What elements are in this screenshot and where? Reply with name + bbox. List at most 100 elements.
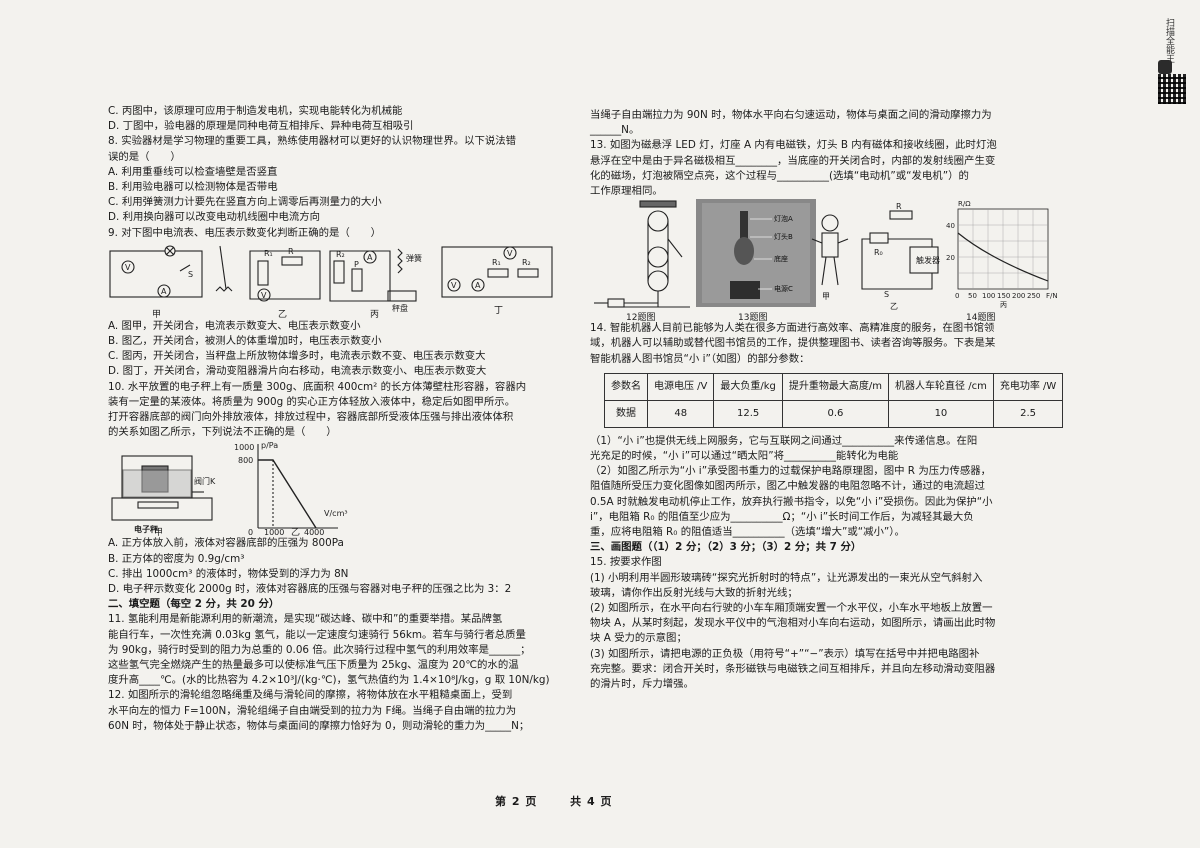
text-line: ______N。 xyxy=(590,124,640,137)
option: A. 利用重垂线可以检查墙壁是否竖直 xyxy=(108,165,278,178)
svg-text:1000: 1000 xyxy=(264,528,284,536)
page-footer: 第 2 页 共 4 页 xyxy=(495,793,641,809)
option: B. 利用验电器可以检测物体是否带电 xyxy=(108,181,278,194)
svg-text:V: V xyxy=(507,249,513,258)
table-header: 机器人车轮直径 /cm xyxy=(888,372,994,401)
text-line: 工作原理相同。 xyxy=(590,185,663,198)
text-line: 化的磁场，灯泡被隔空点亮，这个过程与__________(选填“电动机”或“发电… xyxy=(590,169,969,182)
svg-text:V/cm³: V/cm³ xyxy=(324,509,348,518)
qr-code xyxy=(1158,74,1186,104)
switch-label: S xyxy=(188,270,193,279)
text-line: (3) 如图所示，请把电源的正负极（用符号“+”“−”表示）填写在括号中并把电路… xyxy=(590,647,980,660)
svg-text:灯头B: 灯头B xyxy=(774,232,793,241)
svg-text:P: P xyxy=(354,260,359,269)
svg-text:250: 250 xyxy=(1027,292,1040,300)
svg-text:秤盘: 秤盘 xyxy=(392,303,408,313)
fig9-label-a: 甲 xyxy=(152,309,161,319)
text-line: （2）如图乙所示为“小 i”承受图书重力的过载保护电路原理图，图中 R 为压力传… xyxy=(590,465,992,478)
svg-text:R₁: R₁ xyxy=(264,249,273,258)
question-13: 13. 如图为磁悬浮 LED 灯，灯座 A 内有电磁铁，灯头 B 内有磁体和接收… xyxy=(590,139,997,152)
text-line: 度升高____℃。(水的比热容为 4.2×10³J/(kg·℃)，氢气热值约为 … xyxy=(108,674,550,687)
page-number: 第 2 页 xyxy=(495,795,538,808)
text-line: 物块 A，从某时刻起，发现水平仪中的气泡相对小车向右运动，如图所示，请画出此时物 xyxy=(590,617,996,630)
text-line: 光充足的时候，“小 i”可以通过“晒太阳”将__________能转化为电能 xyxy=(590,450,899,463)
table-row: 数据 48 12.5 0.6 10 2.5 xyxy=(604,399,1064,428)
question-12: 12. 如图所示的滑轮组忽略绳重及绳与滑轮间的摩擦，将物体放在水平粗糙桌面上，受… xyxy=(108,689,513,702)
q12-14-diagrams: 灯泡A 灯头B 底座 电源C R₀ R 触发器 xyxy=(594,199,1058,321)
svg-text:电源C: 电源C xyxy=(774,284,793,293)
svg-text:R₂: R₂ xyxy=(336,250,345,259)
option: D. 利用换向器可以改变电动机线圈中电流方向 xyxy=(108,211,321,224)
option: B. 正方体的密度为 0.9g/cm³ xyxy=(108,552,245,565)
question-10: 10. 水平放置的电子秤上有一质量 300g、底面积 400cm² 的长方体薄壁… xyxy=(108,380,527,393)
text-line: D. 丁图中，验电器的原理是同种电荷互相排斥、异种电荷互相吸引 xyxy=(108,120,414,133)
table-cell: 48 xyxy=(646,399,715,428)
question-11: 11. 氢能利用是新能源利用的新潮流，是实现“碳达峰、碳中和”的重要举措。某品牌… xyxy=(108,613,503,626)
page-total: 共 4 页 xyxy=(570,795,613,808)
question-8: 8. 实验器材是学习物理的重要工具，熟练使用器材可以更好的认识物理世界。以下说法… xyxy=(108,135,517,148)
text-line: 玻璃，请你作出反射光线与大致的折射光线； xyxy=(590,586,798,599)
text-line: 块 A 受力的示意图； xyxy=(590,632,687,645)
svg-text:R₂: R₂ xyxy=(522,258,531,267)
text-line: 阻值随所受压力变化图像如图丙所示，图乙中触发器的电阻忽略不计，通过的电流超过 xyxy=(590,480,985,493)
svg-text:V: V xyxy=(261,291,267,300)
svg-text:灯泡A: 灯泡A xyxy=(774,214,793,223)
svg-text:乙: 乙 xyxy=(890,302,898,311)
svg-text:R₀: R₀ xyxy=(874,248,883,257)
fig10-label-a: 甲 xyxy=(154,528,164,539)
svg-text:p/Pa: p/Pa xyxy=(261,441,278,450)
text-line: i”，电阻箱 R₀ 的阻值至少应为__________Ω；“小 i”长时间工作后… xyxy=(590,510,974,523)
svg-text:丙: 丙 xyxy=(1000,301,1007,309)
svg-text:4000: 4000 xyxy=(304,528,324,536)
text-line: 的滑片时，斥力增强。 xyxy=(590,678,694,691)
svg-text:R₁: R₁ xyxy=(492,258,501,267)
table-cell: 2.5 xyxy=(992,399,1064,428)
fig14-caption: 14题图 xyxy=(966,312,995,321)
table-cell: 0.6 xyxy=(781,399,890,428)
robot-params-table: 参数名 电源电压 /V 最大负重/kg 提升重物最大高度/m 机器人车轮直径 /… xyxy=(604,372,1064,428)
question-14: 14. 智能机器人目前已能够为人类在很多方面进行高效率、高精准度的服务，在图书馆… xyxy=(590,322,995,335)
text-line: 的关系如图乙所示，下列说法不正确的是（ ） xyxy=(108,426,337,439)
section-fill-in: 二、填空题（每空 2 分，共 20 分） xyxy=(108,598,280,611)
svg-text:R/Ω: R/Ω xyxy=(958,200,971,208)
option: C. 图丙，开关闭合，当秤盘上所放物体增多时，电流表示数不变、电压表示数变大 xyxy=(108,350,486,363)
svg-text:A: A xyxy=(475,281,481,290)
option: B. 图乙，开关闭合，被测人的体重增加时，电压表示数变小 xyxy=(108,335,382,348)
scanner-logo-icon xyxy=(1158,60,1172,74)
scanner-brand: 扫描全能王 xyxy=(1164,18,1174,63)
svg-text:40: 40 xyxy=(946,222,955,230)
fig10-label-b: 乙 xyxy=(291,528,301,539)
table-cell: 数据 xyxy=(604,399,648,428)
q10-figures: 阀门K 电子秤 p/Pa V/cm³ 1000 800 0 1000 4000 xyxy=(108,440,578,536)
svg-text:800: 800 xyxy=(238,456,253,465)
svg-text:甲: 甲 xyxy=(822,292,830,301)
text-line: 为 90kg，骑行时受到的阻力为总重的 0.06 倍。此次骑行过程中氢气的利用效… xyxy=(108,643,531,656)
svg-text:100: 100 xyxy=(982,292,995,300)
svg-text:V: V xyxy=(451,281,457,290)
svg-text:0: 0 xyxy=(248,528,253,536)
option: A. 正方体放入前，液体对容器底部的压强为 800Pa xyxy=(108,537,344,550)
option: C. 利用弹簧测力计要先在竖直方向上调零后再测量力的大小 xyxy=(108,196,382,209)
svg-text:0: 0 xyxy=(955,292,959,300)
option: C. 排出 1000cm³ 的液体时，物体受到的浮力为 8N xyxy=(108,567,349,580)
q9-circuits: V A S R₁ R V R₂ A 弹簧 秤盘 P V A V R₂ R₁ 甲 … xyxy=(109,245,553,319)
text-line: C. 丙图中，该原理可应用于制造发电机，实现电能转化为机械能 xyxy=(108,105,403,117)
text-line: 0.5A 时就触发电动机停止工作，放弃执行搬书指令，以免“小 i”受损伤。因此为… xyxy=(590,495,993,508)
text-line: 域，机器人可以辅助或替代图书馆员的工作，提供整理图书、读者咨询等服务。下表是某 xyxy=(590,337,996,350)
q12-14-figures: 灯泡A 灯头B 底座 电源C R₀ R 触发器 xyxy=(590,199,1070,321)
text-line: 60N 时，物体处于静止状态，物体与桌面间的摩擦力恰好为 0，则动滑轮的重力为_… xyxy=(108,719,530,732)
table-header: 最大负重/kg xyxy=(713,372,783,401)
question-15: 15. 按要求作图 xyxy=(590,556,662,569)
svg-text:触发器: 触发器 xyxy=(916,255,940,265)
svg-text:底座: 底座 xyxy=(774,254,788,263)
fig13-caption: 13题图 xyxy=(738,312,767,321)
svg-text:20: 20 xyxy=(946,254,955,262)
text-line: 打开容器底部的阀门向外排放液体，排放过程中，容器底部所受液体压强与排出液体体积 xyxy=(108,411,514,424)
svg-text:A: A xyxy=(367,253,373,262)
table-cell: 12.5 xyxy=(713,399,783,428)
svg-text:200: 200 xyxy=(1012,292,1025,300)
option: D. 电子秤示数变化 2000g 时，液体对容器底的压强与容器对电子秤的压强之比… xyxy=(108,583,512,596)
text-line: 重，应将电阻箱 R₀ 的阻值适当__________（选填“增大”或“减小”）。 xyxy=(590,526,905,539)
text-line: 充完整。要求：闭合开关时，条形磁铁与电磁铁之间互相排斥，并且向左移动滑动变阻器 xyxy=(590,662,996,675)
option: D. 图丁，开关闭合，滑动变阻器滑片向右移动，电流表示数变小、电压表示数变大 xyxy=(108,365,487,378)
